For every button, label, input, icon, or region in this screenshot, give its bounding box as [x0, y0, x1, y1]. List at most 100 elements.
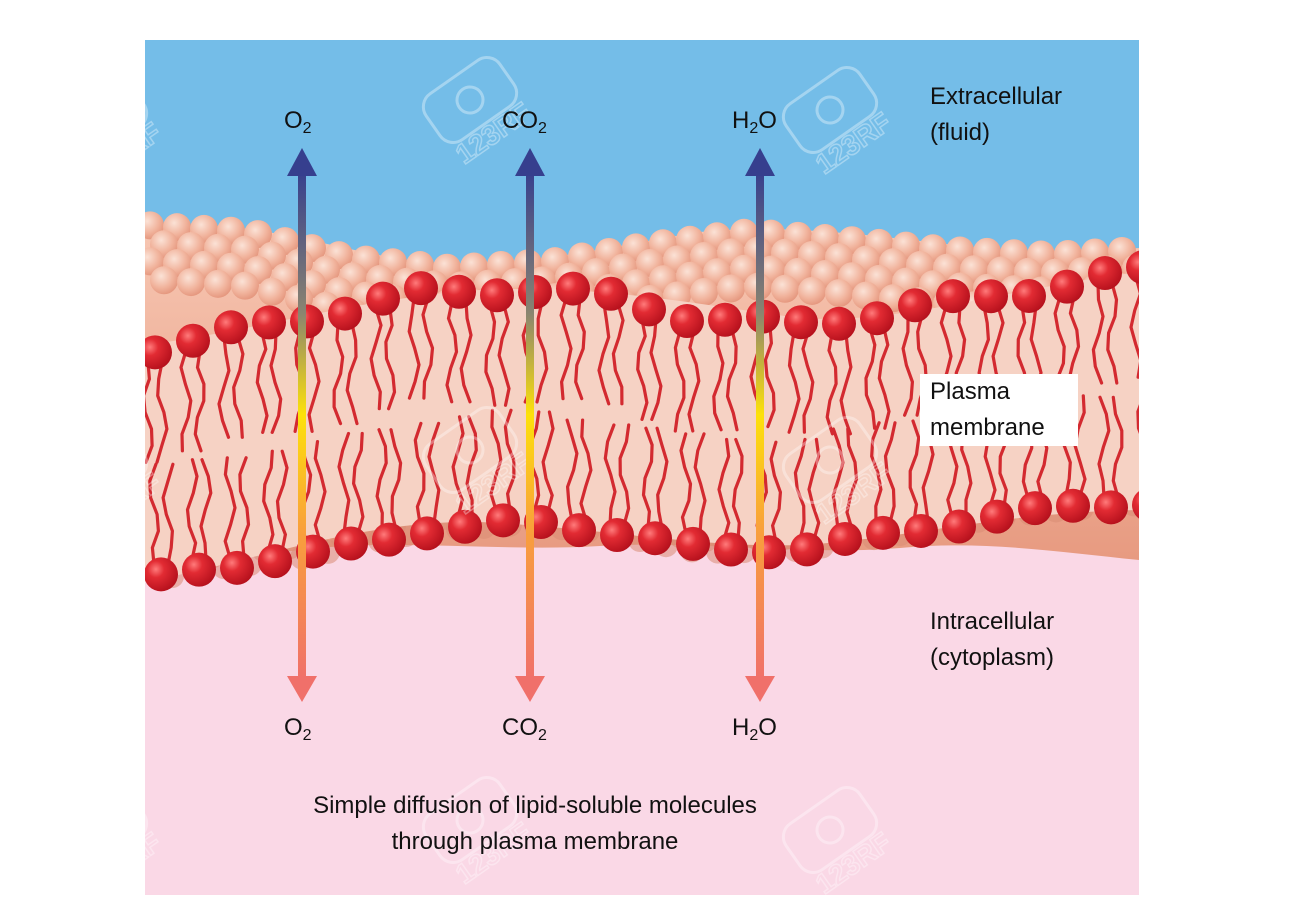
lipid-tail	[238, 456, 251, 560]
lipid-tail	[807, 437, 821, 542]
lipid-tail	[313, 440, 327, 544]
svg-text:123RF: 123RF	[1180, 96, 1267, 170]
lipid-tail	[641, 426, 654, 530]
lipid-tail	[769, 440, 783, 544]
svg-text:123RF: 123RF	[1180, 456, 1267, 530]
lipid-head	[904, 513, 938, 548]
caption-line1: Simple diffusion of lipid-soluble molecu…	[313, 792, 757, 819]
lipid-head	[1050, 269, 1084, 304]
lipid-tail	[901, 313, 915, 417]
back-lipid-head	[204, 269, 232, 298]
lipid-tail	[369, 307, 383, 411]
lipid-tail	[673, 329, 686, 433]
lipid-head	[1094, 490, 1128, 525]
diffusion-arrows	[287, 148, 775, 702]
molecule-label-top-h2o: H2O	[732, 107, 777, 137]
lipid-tail	[497, 303, 511, 407]
lipid-head	[790, 532, 824, 567]
lipid-head	[328, 296, 362, 331]
lipid-head	[448, 509, 482, 544]
lipid-tail	[375, 428, 388, 532]
back-lipid-head	[690, 277, 718, 306]
lipid-tail	[451, 415, 465, 519]
lipid-tail	[179, 349, 193, 453]
svg-text:123RF: 123RF	[1180, 826, 1267, 900]
lipid-tail	[445, 300, 459, 404]
lipid-head	[866, 515, 900, 550]
lipid-tail	[636, 317, 649, 421]
lipid-head	[145, 557, 178, 592]
lipid-tail	[307, 329, 321, 433]
lipid-tail	[337, 431, 351, 536]
diagram-caption: Simple diffusion of lipid-soluble molecu…	[245, 788, 825, 860]
lipid-head	[442, 274, 476, 309]
lipid-tail	[603, 423, 617, 527]
lipid-head	[860, 301, 894, 336]
lipid-tail	[864, 326, 877, 430]
diffusion-arrow-h2o	[745, 148, 775, 702]
lipid-head	[486, 503, 520, 538]
molecule-label-bottom-co2: CO2	[502, 714, 547, 744]
back-lipid-head	[798, 276, 826, 305]
lipid-head	[708, 302, 742, 337]
lipid-head	[518, 275, 552, 310]
plasma-membrane-label-line2: membrane	[930, 414, 1045, 441]
lipid-head	[1012, 278, 1046, 313]
lipid-head	[366, 281, 400, 316]
lipid-tail	[489, 408, 503, 512]
lipid-tail	[389, 428, 403, 532]
back-lipid-head	[177, 268, 205, 297]
lipid-head	[974, 279, 1008, 314]
lipid-tail	[877, 326, 891, 430]
lipid-tail	[825, 332, 838, 436]
lipid-tail	[565, 418, 579, 522]
lipid-tail	[465, 415, 478, 519]
back-lipid-head	[258, 277, 286, 306]
molecule-label-top-o2: O2	[284, 107, 312, 137]
lipid-tail	[535, 300, 549, 404]
plasma-membrane-label-line1: Plasma	[930, 378, 1011, 405]
extracellular-label: Extracellular (fluid)	[930, 79, 1062, 151]
intracellular-region	[145, 520, 1139, 895]
lipid-head	[220, 550, 254, 585]
extracellular-label-line2: (fluid)	[930, 119, 991, 146]
lipid-head	[258, 544, 292, 579]
lipid-tail	[1136, 404, 1139, 434]
diffusion-arrow-co2	[515, 148, 545, 702]
lipid-head	[1018, 491, 1052, 526]
lipid-tail	[255, 330, 269, 434]
lipid-tail	[148, 462, 161, 566]
lipid-tail	[459, 300, 473, 404]
plasma-membrane-label-box: Plasma membrane	[920, 374, 1078, 446]
lipid-tail	[541, 410, 555, 514]
lipid-tail	[725, 328, 739, 432]
lipid-head	[562, 513, 596, 548]
lipid-tail	[579, 418, 593, 522]
lipid-head	[1088, 256, 1122, 291]
watermark: 123RF	[1147, 411, 1269, 531]
lipid-tail	[712, 328, 725, 432]
lipid-tail	[559, 296, 573, 401]
intracellular-label-line2: (cytoplasm)	[930, 644, 1055, 671]
lipid-tail	[345, 321, 359, 426]
diffusion-arrow-o2	[287, 148, 317, 702]
lipid-head	[252, 305, 286, 340]
intracellular-label-line1: Intracellular	[930, 608, 1055, 635]
lipid-tail	[649, 317, 663, 421]
lipid-head	[898, 288, 932, 323]
lipid-tail	[611, 302, 625, 406]
lipid-tail	[831, 427, 845, 531]
lipid-tail	[908, 419, 921, 523]
lipid-tail	[1091, 281, 1105, 385]
lipid-tail	[427, 421, 441, 526]
lipid-tail	[351, 431, 365, 536]
lipid-tail	[870, 421, 883, 525]
lipid-tail	[717, 437, 731, 542]
lipid-head	[936, 279, 970, 314]
lipid-tail	[731, 437, 744, 542]
lipid-tail	[217, 335, 231, 439]
lipid-head	[404, 271, 438, 306]
watermark: 123RF	[1147, 51, 1269, 171]
lipid-head	[410, 516, 444, 551]
